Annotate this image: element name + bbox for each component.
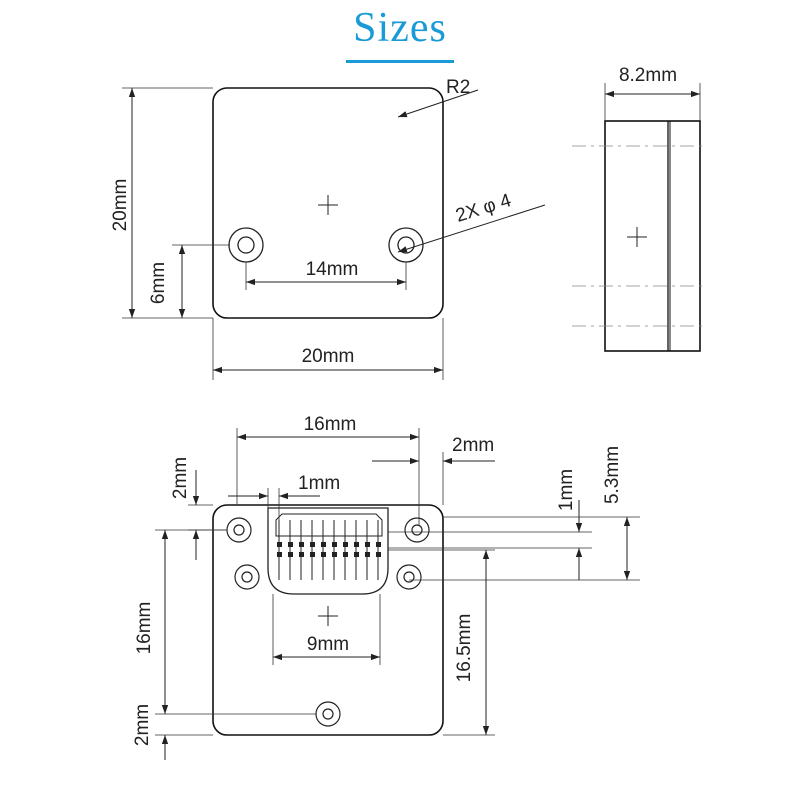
top-margin-label: 2mm bbox=[170, 457, 191, 499]
page-title: Sizes bbox=[353, 5, 447, 51]
width-label: 20mm bbox=[302, 346, 355, 367]
hole-label: 2X φ 4 bbox=[453, 190, 514, 227]
connector-cutout bbox=[267, 507, 389, 595]
radius-label: R2 bbox=[446, 77, 470, 98]
center-mark bbox=[318, 195, 338, 215]
bottom-center-mark bbox=[318, 606, 338, 626]
vertical-total-label: 16.5mm bbox=[454, 614, 475, 683]
top-view: R2 2X φ 4 20mm 6mm 14mm 20mm bbox=[110, 77, 546, 380]
side-center-mark bbox=[627, 227, 647, 247]
bottom-hole-top-right bbox=[404, 517, 430, 543]
connector-pins bbox=[275, 513, 383, 580]
hole-vertical-label: 16mm bbox=[134, 602, 155, 655]
bottom-width-label: 16mm bbox=[304, 414, 357, 435]
hidden-lines bbox=[572, 145, 705, 327]
connector-height-label: 5.3mm bbox=[602, 446, 623, 504]
radius-leader bbox=[397, 89, 479, 118]
hole-leader bbox=[397, 204, 546, 253]
hole-spacing-label: 14mm bbox=[306, 259, 359, 280]
bottom-hole-mid-right bbox=[396, 564, 422, 590]
connector-offset-label: 1mm bbox=[556, 469, 577, 511]
bottom-margin-label: 2mm bbox=[132, 704, 153, 746]
side-margin-label: 2mm bbox=[452, 435, 494, 456]
bottom-view: 16mm 2mm 1mm 2mm 1mm 5.3mm 16.5mm bbox=[132, 414, 640, 760]
pin-pitch-label: 1mm bbox=[298, 473, 340, 494]
bottom-hole-mid-left bbox=[234, 564, 260, 590]
height-label: 20mm bbox=[110, 179, 131, 232]
hole-offset-label: 6mm bbox=[148, 262, 169, 304]
thickness-label: 8.2mm bbox=[619, 65, 677, 86]
side-view: 8.2mm bbox=[572, 65, 705, 352]
side-view-body bbox=[604, 120, 701, 352]
connector-width-label: 9mm bbox=[307, 634, 349, 655]
title-underline bbox=[346, 60, 454, 63]
